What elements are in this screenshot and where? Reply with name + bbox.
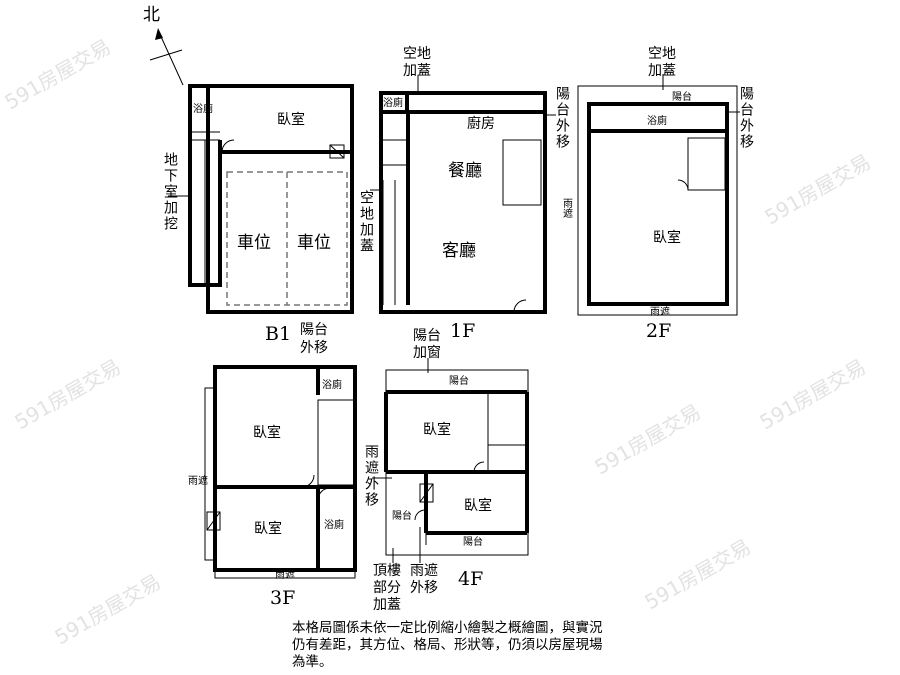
svg-text:陽台: 陽台 bbox=[463, 535, 483, 548]
svg-text:浴廁: 浴廁 bbox=[193, 102, 213, 115]
svg-text:B1: B1 bbox=[265, 323, 291, 345]
svg-text:591房屋交易: 591房屋交易 bbox=[51, 569, 165, 649]
svg-text:加蓋: 加蓋 bbox=[373, 597, 401, 613]
stairs bbox=[382, 139, 542, 305]
svg-text:浴廁: 浴廁 bbox=[324, 518, 344, 531]
svg-text:雨遮: 雨遮 bbox=[410, 563, 438, 579]
floor-1f: 浴廁 廚房 餐廳 客廳 空地 加蓋 陽台外移 空地加蓋 1F bbox=[358, 46, 570, 342]
disclaimer-text: 本格局圖係未依一定比例縮小繪製之概繪圖，與實況仍有差距，其方位、格局、形狀等，仍… bbox=[292, 620, 603, 670]
svg-text:臥室: 臥室 bbox=[464, 497, 492, 514]
svg-text:陽台: 陽台 bbox=[449, 374, 469, 387]
floor-2f: 陽台 浴廁 臥室 雨遮 雨遮 空地 加蓋 陽台外移 2F bbox=[561, 46, 755, 342]
svg-text:1F: 1F bbox=[450, 320, 475, 342]
svg-text:外移: 外移 bbox=[410, 580, 438, 596]
svg-text:2F: 2F bbox=[646, 320, 671, 342]
svg-text:臥室: 臥室 bbox=[254, 520, 282, 537]
svg-text:臥室: 臥室 bbox=[253, 424, 281, 441]
svg-text:陽台: 陽台 bbox=[300, 322, 328, 338]
svg-text:浴廁: 浴廁 bbox=[383, 96, 403, 109]
svg-text:加蓋: 加蓋 bbox=[403, 63, 431, 79]
svg-text:591房屋交易: 591房屋交易 bbox=[591, 399, 705, 479]
svg-text:加蓋: 加蓋 bbox=[648, 63, 676, 79]
svg-text:車位: 車位 bbox=[297, 233, 331, 253]
stairs bbox=[190, 139, 220, 285]
svg-text:雨遮外移: 雨遮外移 bbox=[363, 444, 379, 508]
north-arrow-icon: 北 bbox=[143, 5, 184, 86]
floor-4f: 陽台 臥室 臥室 陽台 陽台 陽台 加窗 雨遮外移 頂樓 部分 加蓋 雨遮 外移… bbox=[363, 328, 529, 613]
floor-3f: 浴廁 臥室 臥室 浴廁 雨遮 雨遮 3F bbox=[188, 365, 357, 609]
svg-text:車位: 車位 bbox=[237, 233, 271, 253]
svg-text:地下室加挖: 地下室加挖 bbox=[162, 152, 178, 232]
svg-text:陽台外移: 陽台外移 bbox=[738, 86, 754, 150]
svg-text:空地: 空地 bbox=[403, 46, 431, 62]
svg-text:雨遮: 雨遮 bbox=[188, 474, 208, 487]
svg-text:陽台: 陽台 bbox=[392, 509, 412, 522]
svg-text:591房屋交易: 591房屋交易 bbox=[761, 149, 875, 229]
svg-text:頂樓: 頂樓 bbox=[373, 563, 401, 579]
svg-text:雨遮: 雨遮 bbox=[275, 568, 295, 581]
svg-text:空地加蓋: 空地加蓋 bbox=[358, 190, 374, 254]
svg-text:591房屋交易: 591房屋交易 bbox=[11, 354, 125, 434]
svg-text:陽台外移: 陽台外移 bbox=[554, 86, 570, 150]
svg-text:浴廁: 浴廁 bbox=[647, 114, 667, 127]
floor-b1: 浴廁 臥室 車位 車位 地下室加挖 B1 陽台 外移 bbox=[162, 84, 354, 356]
svg-text:臥室: 臥室 bbox=[277, 111, 305, 128]
svg-text:591房屋交易: 591房屋交易 bbox=[641, 534, 755, 614]
svg-text:3F: 3F bbox=[270, 587, 295, 609]
svg-text:廚房: 廚房 bbox=[467, 115, 495, 132]
svg-text:空地: 空地 bbox=[648, 46, 676, 62]
svg-text:591房屋交易: 591房屋交易 bbox=[1, 34, 115, 114]
svg-text:雨遮: 雨遮 bbox=[561, 198, 573, 218]
svg-text:浴廁: 浴廁 bbox=[322, 378, 342, 391]
svg-text:臥室: 臥室 bbox=[423, 421, 451, 438]
svg-text:陽台: 陽台 bbox=[672, 90, 692, 103]
svg-text:陽台: 陽台 bbox=[413, 328, 441, 344]
svg-text:客廳: 客廳 bbox=[442, 241, 476, 261]
svg-text:4F: 4F bbox=[458, 568, 483, 590]
svg-text:北: 北 bbox=[143, 5, 160, 25]
svg-text:臥室: 臥室 bbox=[653, 229, 681, 246]
svg-text:外移: 外移 bbox=[300, 340, 328, 356]
svg-text:部分: 部分 bbox=[373, 580, 401, 596]
svg-text:591房屋交易: 591房屋交易 bbox=[756, 354, 870, 434]
svg-text:加窗: 加窗 bbox=[413, 344, 441, 361]
svg-text:餐廳: 餐廳 bbox=[448, 161, 482, 181]
svg-text:雨遮: 雨遮 bbox=[650, 305, 670, 318]
